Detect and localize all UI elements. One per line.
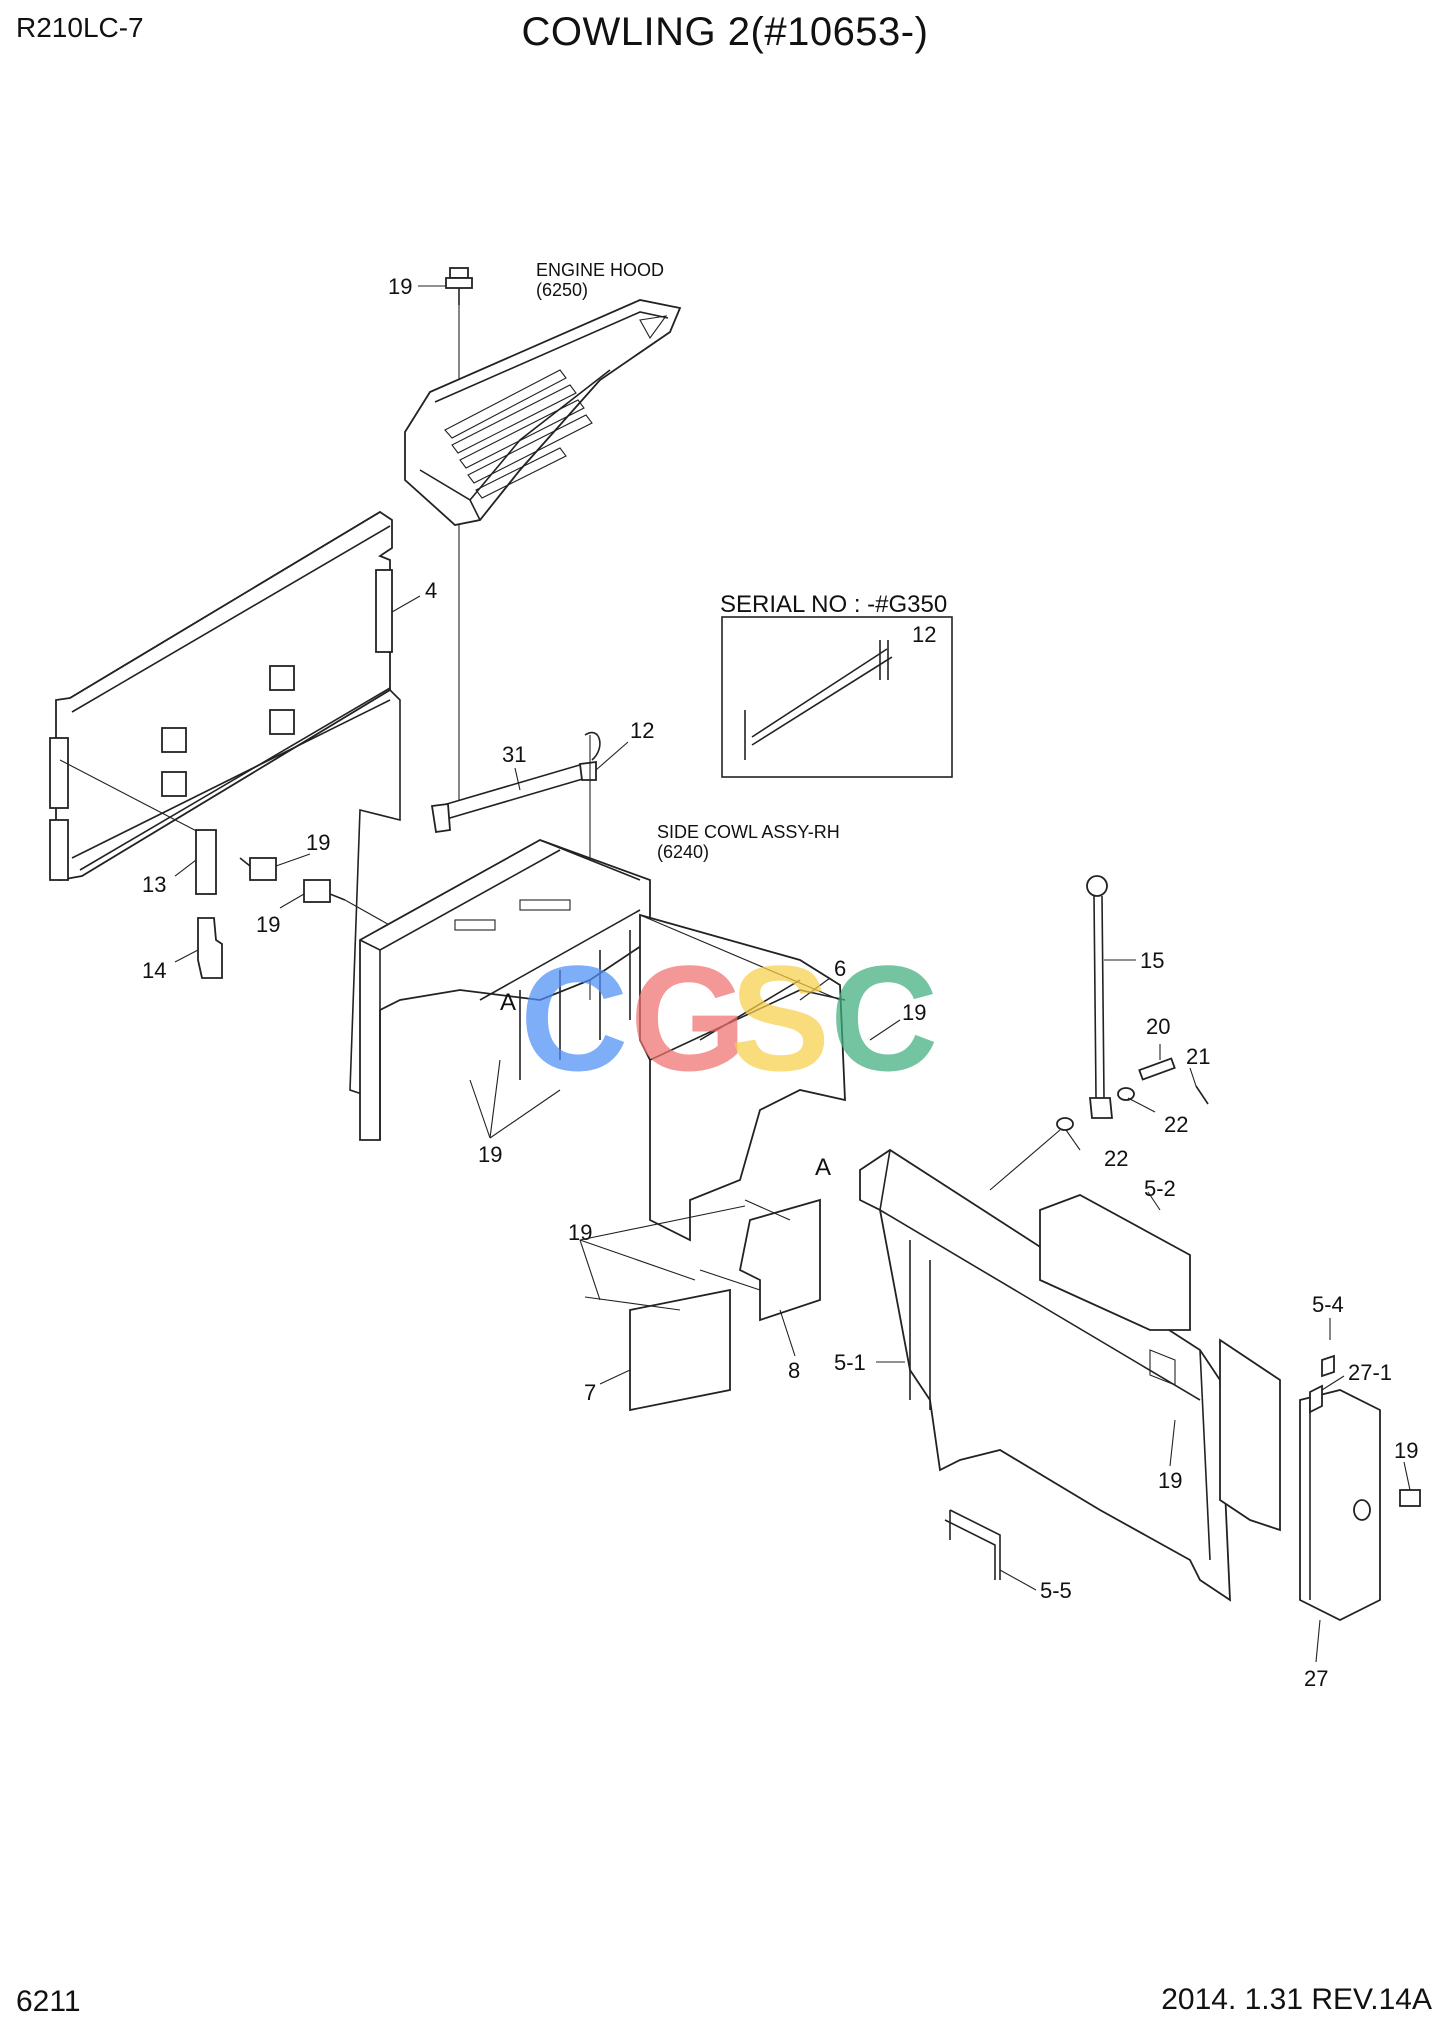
callout-12-detail: 12 <box>912 622 936 647</box>
detail-marker-upper: A <box>500 989 516 1016</box>
serial-box-title: SERIAL NO : -#G350 <box>720 591 947 618</box>
engine-hood <box>404 299 682 526</box>
callout-12: 12 <box>630 718 654 743</box>
callout-4: 4 <box>425 578 437 603</box>
page-title: COWLING 2(#10653-) <box>521 10 929 54</box>
callout-20: 20 <box>1146 1014 1170 1039</box>
callout-19-d: 19 <box>478 1142 502 1167</box>
cover-plates <box>584 1198 821 1412</box>
callout-19-a: 19 <box>306 830 330 855</box>
model-number: R210LC-7 <box>16 12 144 43</box>
watermark-letter-g: G <box>630 934 747 1102</box>
callout-19-top: 19 <box>388 274 412 299</box>
callout-labels: 19 4 12 12 31 19 19 13 14 6 19 19 19 15 … <box>142 274 1418 1691</box>
callout-15: 15 <box>1140 948 1164 973</box>
mounting-bracket <box>639 913 846 1242</box>
serial-detail-box: SERIAL NO : -#G350 <box>720 591 953 778</box>
engine-hood-note: ENGINE HOOD <box>536 260 664 280</box>
callout-21: 21 <box>1186 1044 1210 1069</box>
support-rod <box>1086 875 1113 1119</box>
callout-13: 13 <box>142 872 166 897</box>
pin-washers <box>1056 1057 1209 1131</box>
center-frame <box>359 839 651 1141</box>
callout-19-b: 19 <box>256 912 280 937</box>
callout-5-5: 5-5 <box>1040 1578 1072 1603</box>
callout-19-e: 19 <box>568 1220 592 1245</box>
callout-22-b: 22 <box>1104 1146 1128 1171</box>
callout-19-g: 19 <box>1158 1468 1182 1493</box>
hood-vents <box>444 315 668 499</box>
watermark-letter-s: S <box>730 934 830 1102</box>
callout-22-a: 22 <box>1164 1112 1188 1137</box>
detail-marker-lower: A <box>815 1154 831 1181</box>
watermark-letter-c1: C <box>520 934 628 1102</box>
engine-hood-ref: (6250) <box>536 280 588 300</box>
top-bolt <box>445 267 473 800</box>
callout-19-f: 19 <box>1394 1438 1418 1463</box>
leader-lines <box>174 285 1411 1663</box>
callout-31: 31 <box>502 742 526 767</box>
side-cowl <box>859 1129 1231 1602</box>
callout-14: 14 <box>142 958 166 983</box>
callout-27-1: 27-1 <box>1348 1360 1392 1385</box>
side-cover-27 <box>1299 1354 1421 1622</box>
callout-5-4: 5-4 <box>1312 1292 1344 1317</box>
revision-date: 2014. 1.31 REV.14A <box>1161 1983 1432 2016</box>
callout-27: 27 <box>1304 1666 1328 1691</box>
side-cowl-note: SIDE COWL ASSY-RH <box>657 822 840 842</box>
callout-5-1: 5-1 <box>834 1350 866 1375</box>
cgsc-watermark: C G S C <box>520 934 938 1102</box>
brackets <box>195 829 223 979</box>
callout-19-c: 19 <box>902 1000 926 1025</box>
edge-clip <box>944 1509 1001 1580</box>
page-number: 6211 <box>16 1985 81 2018</box>
callout-7: 7 <box>584 1380 596 1405</box>
cover-panel <box>49 510 401 1101</box>
callout-5-2: 5-2 <box>1144 1176 1176 1201</box>
callout-6: 6 <box>834 956 846 981</box>
side-cowl-ref: (6240) <box>657 842 709 862</box>
watermark-letter-c2: C <box>830 934 938 1102</box>
rear-panel <box>1039 1194 1281 1532</box>
callout-8: 8 <box>788 1358 800 1383</box>
